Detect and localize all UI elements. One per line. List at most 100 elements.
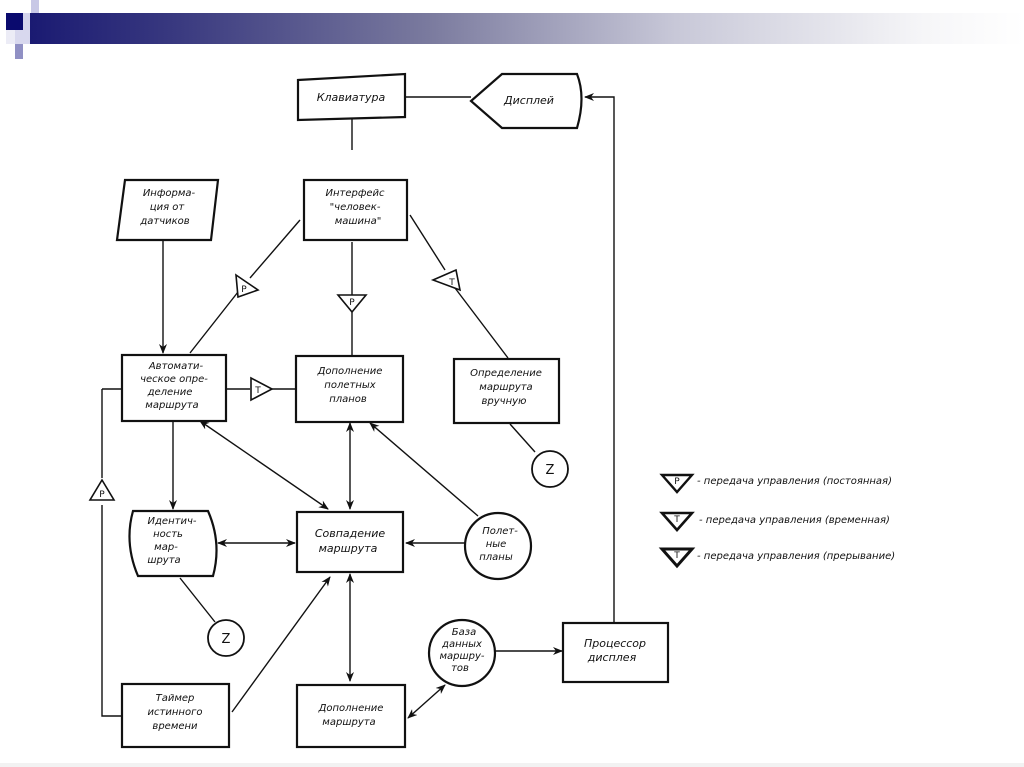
connector-label: Z	[546, 463, 555, 478]
node-label: Дисплей	[503, 94, 554, 107]
edge-db-routeadd	[407, 684, 446, 719]
edge-auto-match	[199, 420, 329, 510]
node-label: Дополнение	[317, 366, 383, 377]
edges	[101, 93, 615, 719]
edge-tleft-auto	[189, 291, 239, 354]
node-label: полетных	[324, 380, 375, 391]
connector-z2: Z	[207, 619, 245, 657]
svg-text:Дисплей: Дисплей	[503, 94, 554, 107]
edge-manual-z	[509, 423, 536, 453]
node-label: Определение	[470, 368, 542, 379]
svg-text:Т: Т	[673, 551, 680, 561]
node-timer: Таймер истинного времени	[120, 682, 231, 749]
node-label: деление	[147, 387, 193, 398]
slide-footer	[0, 763, 1024, 767]
node-label: Процессор	[584, 637, 646, 650]
node-hmi: Интерфейс "человек-машина"	[302, 178, 409, 242]
node-label: ные	[486, 539, 507, 550]
svg-text:Т: Т	[254, 386, 261, 396]
svg-text:Т: Т	[673, 515, 680, 525]
svg-text:P: P	[349, 298, 355, 308]
node-label: дисплея	[587, 651, 637, 664]
transfer-marker-right: Т	[430, 268, 462, 292]
legend-item-permanent: P - передача управления (постоянная)	[659, 473, 892, 494]
edge-hmi-tleft	[249, 219, 301, 279]
node-label: машина"	[335, 216, 382, 227]
node-label: планов	[329, 394, 367, 405]
node-auto-route: Автомати-ческое опре-деление маршрута	[120, 353, 228, 423]
node-flight-plans: Полет-ные планы	[463, 511, 533, 581]
node-label: датчиков	[139, 216, 189, 227]
legend-label: - передача управления (постоянная)	[697, 476, 892, 487]
node-label: Дополнение	[318, 703, 384, 714]
node-label: маршрута	[145, 400, 198, 411]
header-square-light	[15, 30, 30, 44]
node-flight-plan-add: Дополнение полетных планов	[294, 354, 405, 424]
node-label: Автомати-	[148, 361, 204, 372]
node-label: "человек-	[330, 202, 381, 213]
node-keyboard: Клавиатура	[296, 72, 407, 122]
legend-label: - передача управления (временная)	[699, 515, 890, 526]
node-display: Дисплей	[469, 72, 583, 130]
edge-timer-match	[231, 576, 331, 713]
connector-z1: Z	[531, 450, 569, 488]
svg-text:P: P	[674, 477, 680, 487]
transfer-marker-timer: P	[88, 478, 116, 501]
header-square-dark	[6, 13, 23, 30]
node-label: маршрута	[319, 542, 378, 555]
node-label: вручную	[482, 396, 527, 407]
svg-text:Клавиатура: Клавиатура	[317, 91, 386, 104]
node-label: ческое опре-	[140, 374, 208, 385]
header-square-pale	[6, 30, 15, 44]
edge-timer-tauto-loop	[101, 505, 122, 717]
node-label: данных	[441, 639, 482, 650]
node-label: маршрута	[322, 717, 375, 728]
node-label: истинного	[148, 707, 203, 718]
header-square-mid	[15, 44, 23, 59]
legend-item-temporary: Т - передача управления (временная)	[659, 511, 890, 532]
node-label: маршру-	[439, 651, 484, 662]
node-label: Клавиатура	[317, 91, 386, 104]
legend-label: - передача управления (прерывание)	[697, 551, 895, 562]
legend: P - передача управления (постоянная) Т -…	[658, 473, 895, 569]
node-label: Таймер	[156, 693, 195, 704]
node-label: тов	[451, 663, 469, 674]
node-label: Информа-	[143, 188, 196, 199]
node-label: Идентич-	[148, 516, 197, 527]
legend-item-interrupt: Т - передача управления (прерывание)	[658, 547, 895, 569]
node-label: времени	[152, 721, 198, 732]
svg-text:Т: Т	[448, 278, 455, 288]
svg-text:P: P	[99, 490, 105, 500]
node-label: Полет-	[482, 526, 518, 537]
node-label: База	[452, 627, 476, 638]
node-label: Интерфейс	[325, 188, 385, 199]
node-route-add: Дополнение маршрута	[295, 683, 407, 749]
node-label: планы	[479, 552, 513, 563]
node-label: ность	[153, 529, 183, 540]
transfer-marker-center: P	[336, 294, 368, 314]
transfer-marker-auto: Т	[250, 376, 274, 402]
node-label: шрута	[147, 555, 180, 566]
svg-text:P: P	[241, 285, 247, 295]
header-gradient-bar	[30, 13, 1024, 44]
node-route-match: Совпадение маршрута	[295, 510, 405, 574]
node-label: Совпадение	[315, 527, 386, 540]
svg-text:Интерфейс"человек-машина": Интерфейс "человек-машина"	[325, 188, 385, 227]
node-label: мар-	[154, 542, 178, 553]
connector-label: Z	[222, 632, 231, 647]
